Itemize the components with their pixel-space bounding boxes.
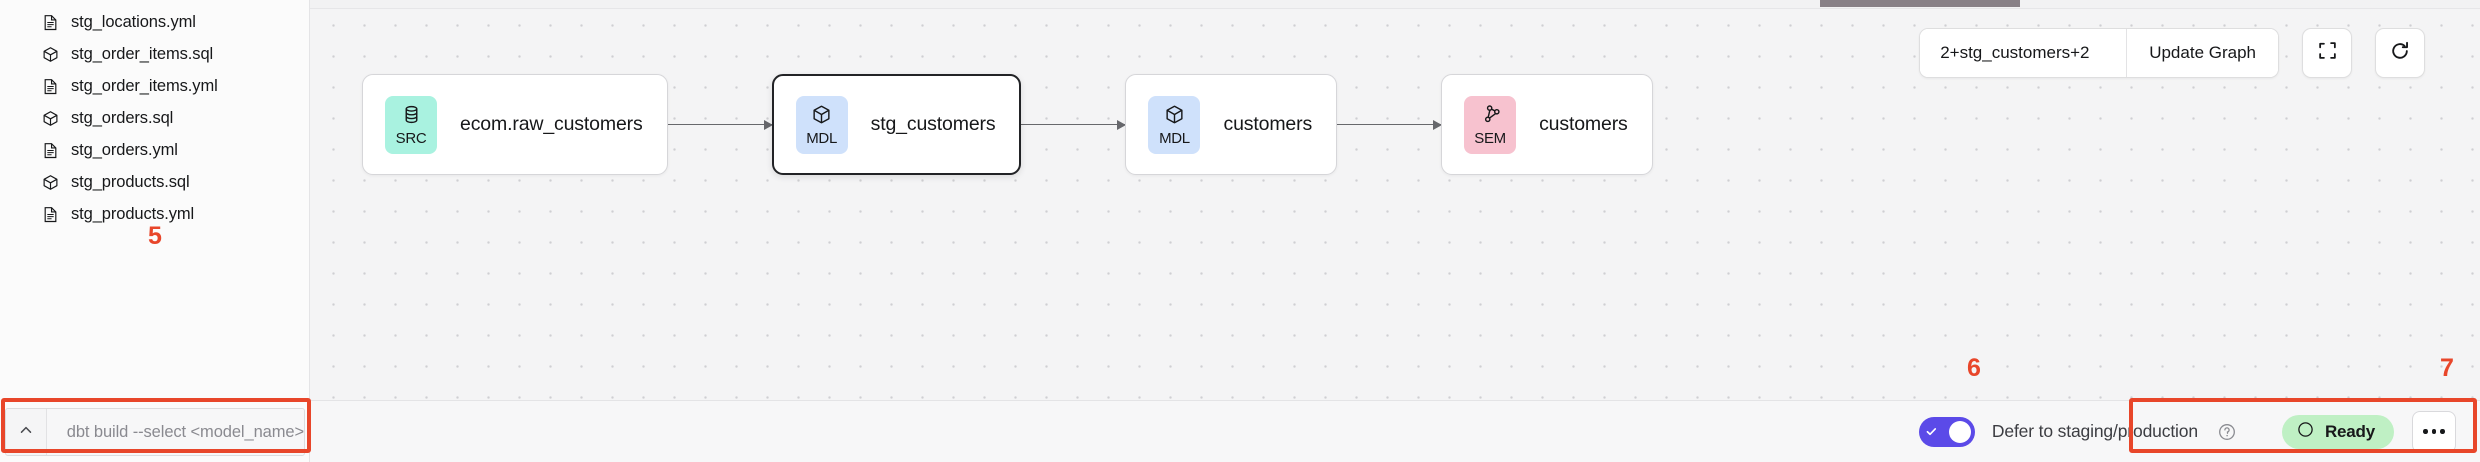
file-item-label: stg_products.sql	[71, 172, 190, 191]
file-item-stg-products-yml[interactable]: stg_products.yml	[0, 198, 309, 230]
cube-sql-icon	[42, 174, 59, 191]
chevron-up-icon	[18, 422, 34, 443]
node-label: stg_customers	[870, 113, 996, 135]
node-badge-src: SRC	[385, 95, 437, 154]
file-list: stg_locations.yml stg_order_items.sql	[0, 0, 309, 230]
node-badge-label: SRC	[395, 129, 427, 147]
file-explorer-sidebar: stg_locations.yml stg_order_items.sql	[0, 0, 310, 462]
fit-view-button[interactable]	[2302, 28, 2352, 78]
file-yml-icon	[42, 142, 59, 159]
file-item-label: stg_order_items.yml	[71, 76, 218, 95]
edge-arrow-icon	[1117, 119, 1127, 130]
node-label: customers	[1539, 113, 1628, 135]
status-bar: Defer to staging/production	[310, 400, 2480, 462]
file-yml-icon	[42, 206, 59, 223]
annotation-number-6: 6	[1967, 354, 1981, 382]
edge-line	[1337, 123, 1442, 126]
node-ecom-raw-customers[interactable]: SRC ecom.raw_customers	[362, 74, 668, 175]
node-badge-mdl: MDL	[1148, 95, 1201, 154]
command-input[interactable]: dbt build --select <model_name>	[46, 409, 304, 455]
node-stg-customers[interactable]: MDL stg_customers	[771, 74, 1022, 175]
node-badge-label: MDL	[806, 129, 837, 147]
cube-sql-icon	[42, 46, 59, 63]
file-item-stg-order-items-sql[interactable]: stg_order_items.sql	[0, 38, 309, 70]
edge-stg-to-customers	[1021, 119, 1127, 130]
network-icon	[1480, 104, 1501, 130]
graph-selector-input[interactable]: 2+stg_customers+2	[1920, 29, 2128, 77]
graph-selector-group: 2+stg_customers+2 Update Graph	[1919, 28, 2279, 78]
file-item-stg-order-items-yml[interactable]: stg_order_items.yml	[0, 70, 309, 102]
toggle-knob	[1948, 420, 1971, 443]
edge-src-to-stg	[667, 119, 773, 130]
cube-icon	[811, 104, 832, 130]
file-item-label: stg_order_items.sql	[71, 44, 214, 63]
annotation-number-7: 7	[2440, 354, 2454, 382]
lineage-canvas[interactable]: 2+stg_customers+2 Update Graph	[310, 0, 2480, 462]
status-label: Ready	[2324, 421, 2375, 441]
file-yml-icon	[42, 78, 59, 95]
defer-label: Defer to staging/production	[1991, 421, 2198, 441]
graph-toolbar: 2+stg_customers+2 Update Graph	[1919, 28, 2425, 78]
edge-line	[667, 123, 772, 126]
node-label: customers	[1223, 113, 1313, 135]
node-customers-mdl[interactable]: MDL customers	[1125, 74, 1338, 175]
ellipsis-icon	[2423, 429, 2445, 434]
node-customers-sem[interactable]: SEM customers	[1441, 74, 1653, 175]
update-graph-button[interactable]: Update Graph	[2127, 29, 2278, 77]
node-badge-label: SEM	[1474, 129, 1506, 147]
edge-line	[1021, 123, 1126, 126]
file-item-stg-locations-yml[interactable]: stg_locations.yml	[0, 6, 309, 38]
lineage-node-row: SRC ecom.raw_customers MDL stg_custo	[362, 74, 1653, 175]
check-icon	[1925, 425, 1938, 438]
node-badge-mdl: MDL	[795, 95, 848, 154]
fit-view-icon	[2317, 40, 2338, 66]
horizontal-scrollbar-track[interactable]	[310, 0, 2480, 9]
file-yml-icon	[42, 14, 59, 31]
file-item-stg-products-sql[interactable]: stg_products.sql	[0, 166, 309, 198]
file-item-label: stg_products.yml	[71, 204, 195, 223]
defer-toggle[interactable]	[1918, 416, 1975, 447]
status-controls: Ready	[2258, 410, 2456, 453]
node-badge-label: MDL	[1159, 129, 1190, 147]
status-badge[interactable]: Ready	[2281, 414, 2394, 449]
cube-icon	[1164, 104, 1185, 130]
command-bar-expand-button[interactable]	[6, 409, 47, 455]
file-item-stg-orders-sql[interactable]: stg_orders.sql	[0, 102, 309, 134]
edge-arrow-icon	[1433, 119, 1443, 130]
file-item-stg-orders-yml[interactable]: stg_orders.yml	[0, 134, 309, 166]
database-icon	[401, 104, 422, 130]
help-circle-icon[interactable]	[2218, 423, 2236, 441]
edge-customers-to-sem	[1337, 119, 1443, 130]
more-options-button[interactable]	[2412, 410, 2456, 453]
file-item-label: stg_orders.sql	[71, 108, 174, 127]
file-item-label: stg_locations.yml	[71, 12, 196, 31]
edge-arrow-icon	[763, 119, 773, 130]
refresh-button[interactable]	[2375, 28, 2425, 78]
node-badge-sem: SEM	[1464, 95, 1517, 154]
refresh-icon	[2389, 40, 2411, 67]
command-bar[interactable]: dbt build --select <model_name>	[5, 408, 305, 456]
file-item-label: stg_orders.yml	[71, 140, 178, 159]
horizontal-scrollbar-thumb[interactable]	[1820, 0, 2020, 7]
node-label: ecom.raw_customers	[460, 113, 643, 135]
circle-icon	[2297, 421, 2314, 443]
cube-sql-icon	[42, 110, 59, 127]
defer-toggle-group[interactable]: Defer to staging/production	[1897, 409, 2258, 455]
